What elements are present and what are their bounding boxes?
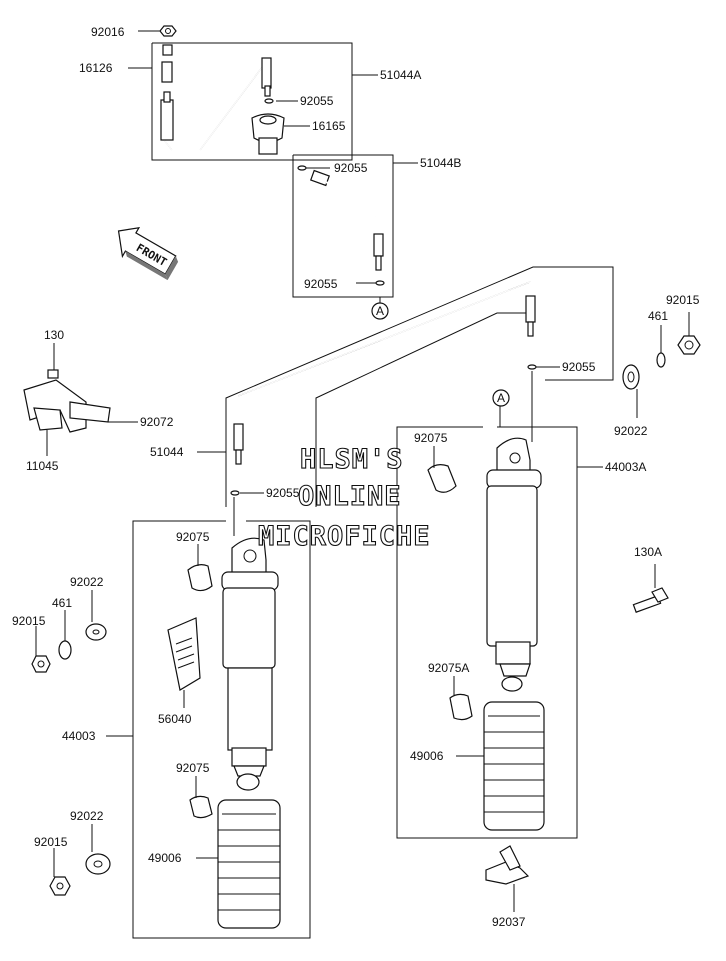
label-92022-left: 92022 [70,575,104,589]
label-92015-bottom-left: 92015 [34,835,68,849]
label-11045: 11045 [26,459,59,473]
label-92075A: 92075A [428,661,469,675]
label-461-right: 461 [648,309,668,323]
label-92055-a: 92055 [300,94,334,108]
front-direction-arrow: FRONT [117,226,179,281]
label-92055-d: 92055 [266,486,300,500]
shock-44003a-group [396,371,603,912]
label-49006-right: 49006 [410,749,444,763]
label-92022-bottom-left: 92022 [70,809,104,823]
label-92015-left: 92015 [12,614,46,628]
label-92022-right: 92022 [614,424,648,438]
ref-marker-a-shock: A [497,391,505,405]
label-92055-e: 92055 [562,360,596,374]
label-92075-left: 92075 [176,530,210,544]
bracket-11045-group [23,343,138,456]
label-130A: 130A [634,545,662,559]
shock-44003-group [106,497,311,939]
label-92015-right: 92015 [666,293,700,307]
watermark-line-1: HLSM'S [300,444,404,475]
right-hardware-group [622,312,701,613]
label-49006-left: 49006 [148,851,182,865]
label-92055-c: 92055 [304,277,338,291]
label-130: 130 [44,328,64,342]
label-51044B: 51044B [420,156,461,170]
label-16126: 16126 [79,61,113,75]
hose-51044b-group [292,154,418,320]
label-92072: 92072 [140,415,174,429]
watermark: HLSM'S ONLINE MICROFICHE [257,443,431,552]
label-92016: 92016 [91,25,125,39]
watermark-line-2: ONLINE [298,481,402,512]
hose-51044-group [197,266,614,507]
hose-51044a-group [128,25,378,161]
label-92075-mid: 92075 [414,431,448,445]
label-92055-b: 92055 [334,161,368,175]
label-44003A: 44003A [605,460,646,474]
label-56040: 56040 [158,712,192,726]
label-44003: 44003 [62,729,96,743]
label-92037: 92037 [492,915,526,929]
label-51044A: 51044A [380,68,421,82]
label-16165: 16165 [312,119,346,133]
label-92075-low: 92075 [176,761,210,775]
watermark-line-3: MICROFICHE [258,521,431,552]
ref-marker-a-top: A [376,304,384,318]
label-461-left: 461 [52,596,72,610]
label-51044: 51044 [150,445,184,459]
left-hardware-group [31,590,111,896]
